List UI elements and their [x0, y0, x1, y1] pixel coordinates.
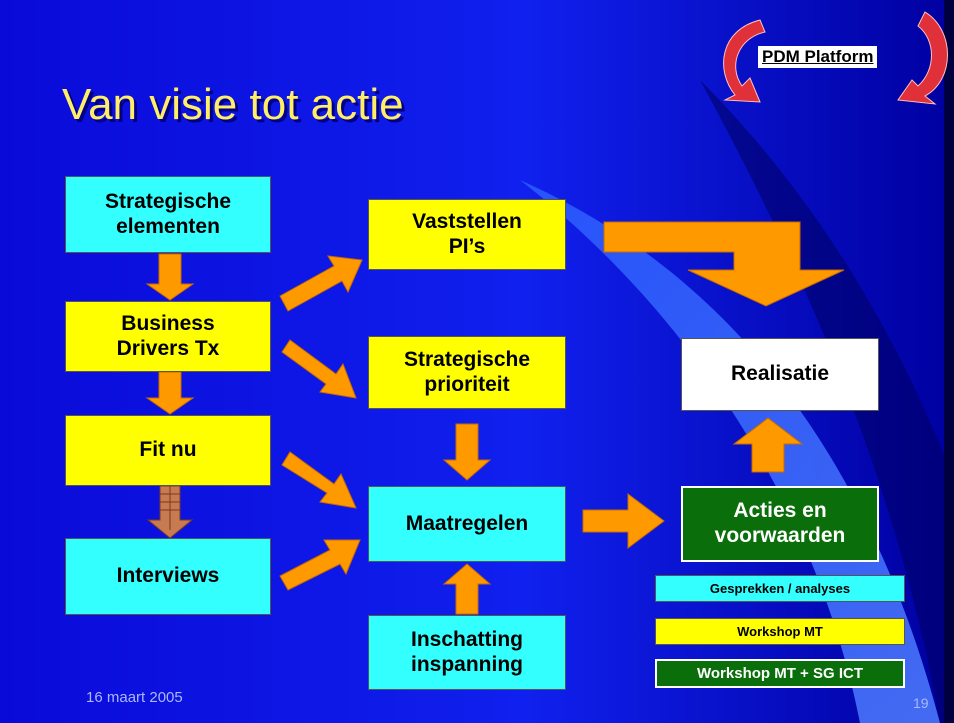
box-vaststellen-pis: Vaststellen PI’s: [368, 199, 566, 270]
page-number: 19: [913, 695, 929, 711]
legend-workshop-mt-sg-ict: Workshop MT + SG ICT: [655, 659, 905, 688]
arrow-drivers-to-fitnu: [145, 371, 195, 415]
arrow-vaststellen-to-realisatie: [603, 221, 845, 307]
arrow-inschatting-to-maatregelen: [442, 563, 492, 615]
arrow-acties-to-realisatie: [732, 417, 804, 473]
arrow-elementen-to-drivers: [145, 253, 195, 301]
arrow-drivers-to-prioriteit: [281, 339, 357, 399]
box-inschatting-inspanning: Inschatting inspanning: [368, 615, 566, 690]
box-strategische-elementen: Strategische elementen: [65, 176, 271, 253]
box-fit-nu: Fit nu: [65, 415, 271, 486]
arrow-fitnu-to-maatregelen: [281, 451, 357, 509]
logo-label: PDM Platform: [758, 46, 878, 68]
legend-gesprekken-analyses: Gesprekken / analyses: [655, 575, 905, 602]
box-maatregelen: Maatregelen: [368, 486, 566, 562]
box-acties-voorwaarden: Acties en voorwaarden: [681, 486, 879, 562]
arrow-maatregelen-to-acties: [582, 493, 665, 549]
legend-workshop-mt: Workshop MT: [655, 618, 905, 645]
arrow-prioriteit-to-maatregelen: [442, 423, 492, 481]
box-interviews: Interviews: [65, 538, 271, 615]
logo-right-arrow-icon: [897, 11, 948, 105]
footer-date: 16 maart 2005: [86, 689, 183, 706]
box-realisatie: Realisatie: [681, 338, 879, 411]
arrow-fitnu-to-interviews: [146, 485, 194, 539]
arrow-drivers-to-vaststellen: [279, 255, 363, 312]
box-strategische-prioriteit: Strategische prioriteit: [368, 336, 566, 409]
page-title: Van visie tot actie: [62, 80, 404, 129]
box-business-drivers: Business Drivers Tx: [65, 301, 271, 372]
logo-left-arrow-icon: [723, 19, 766, 103]
arrow-interviews-to-maatregelen: [279, 539, 361, 591]
